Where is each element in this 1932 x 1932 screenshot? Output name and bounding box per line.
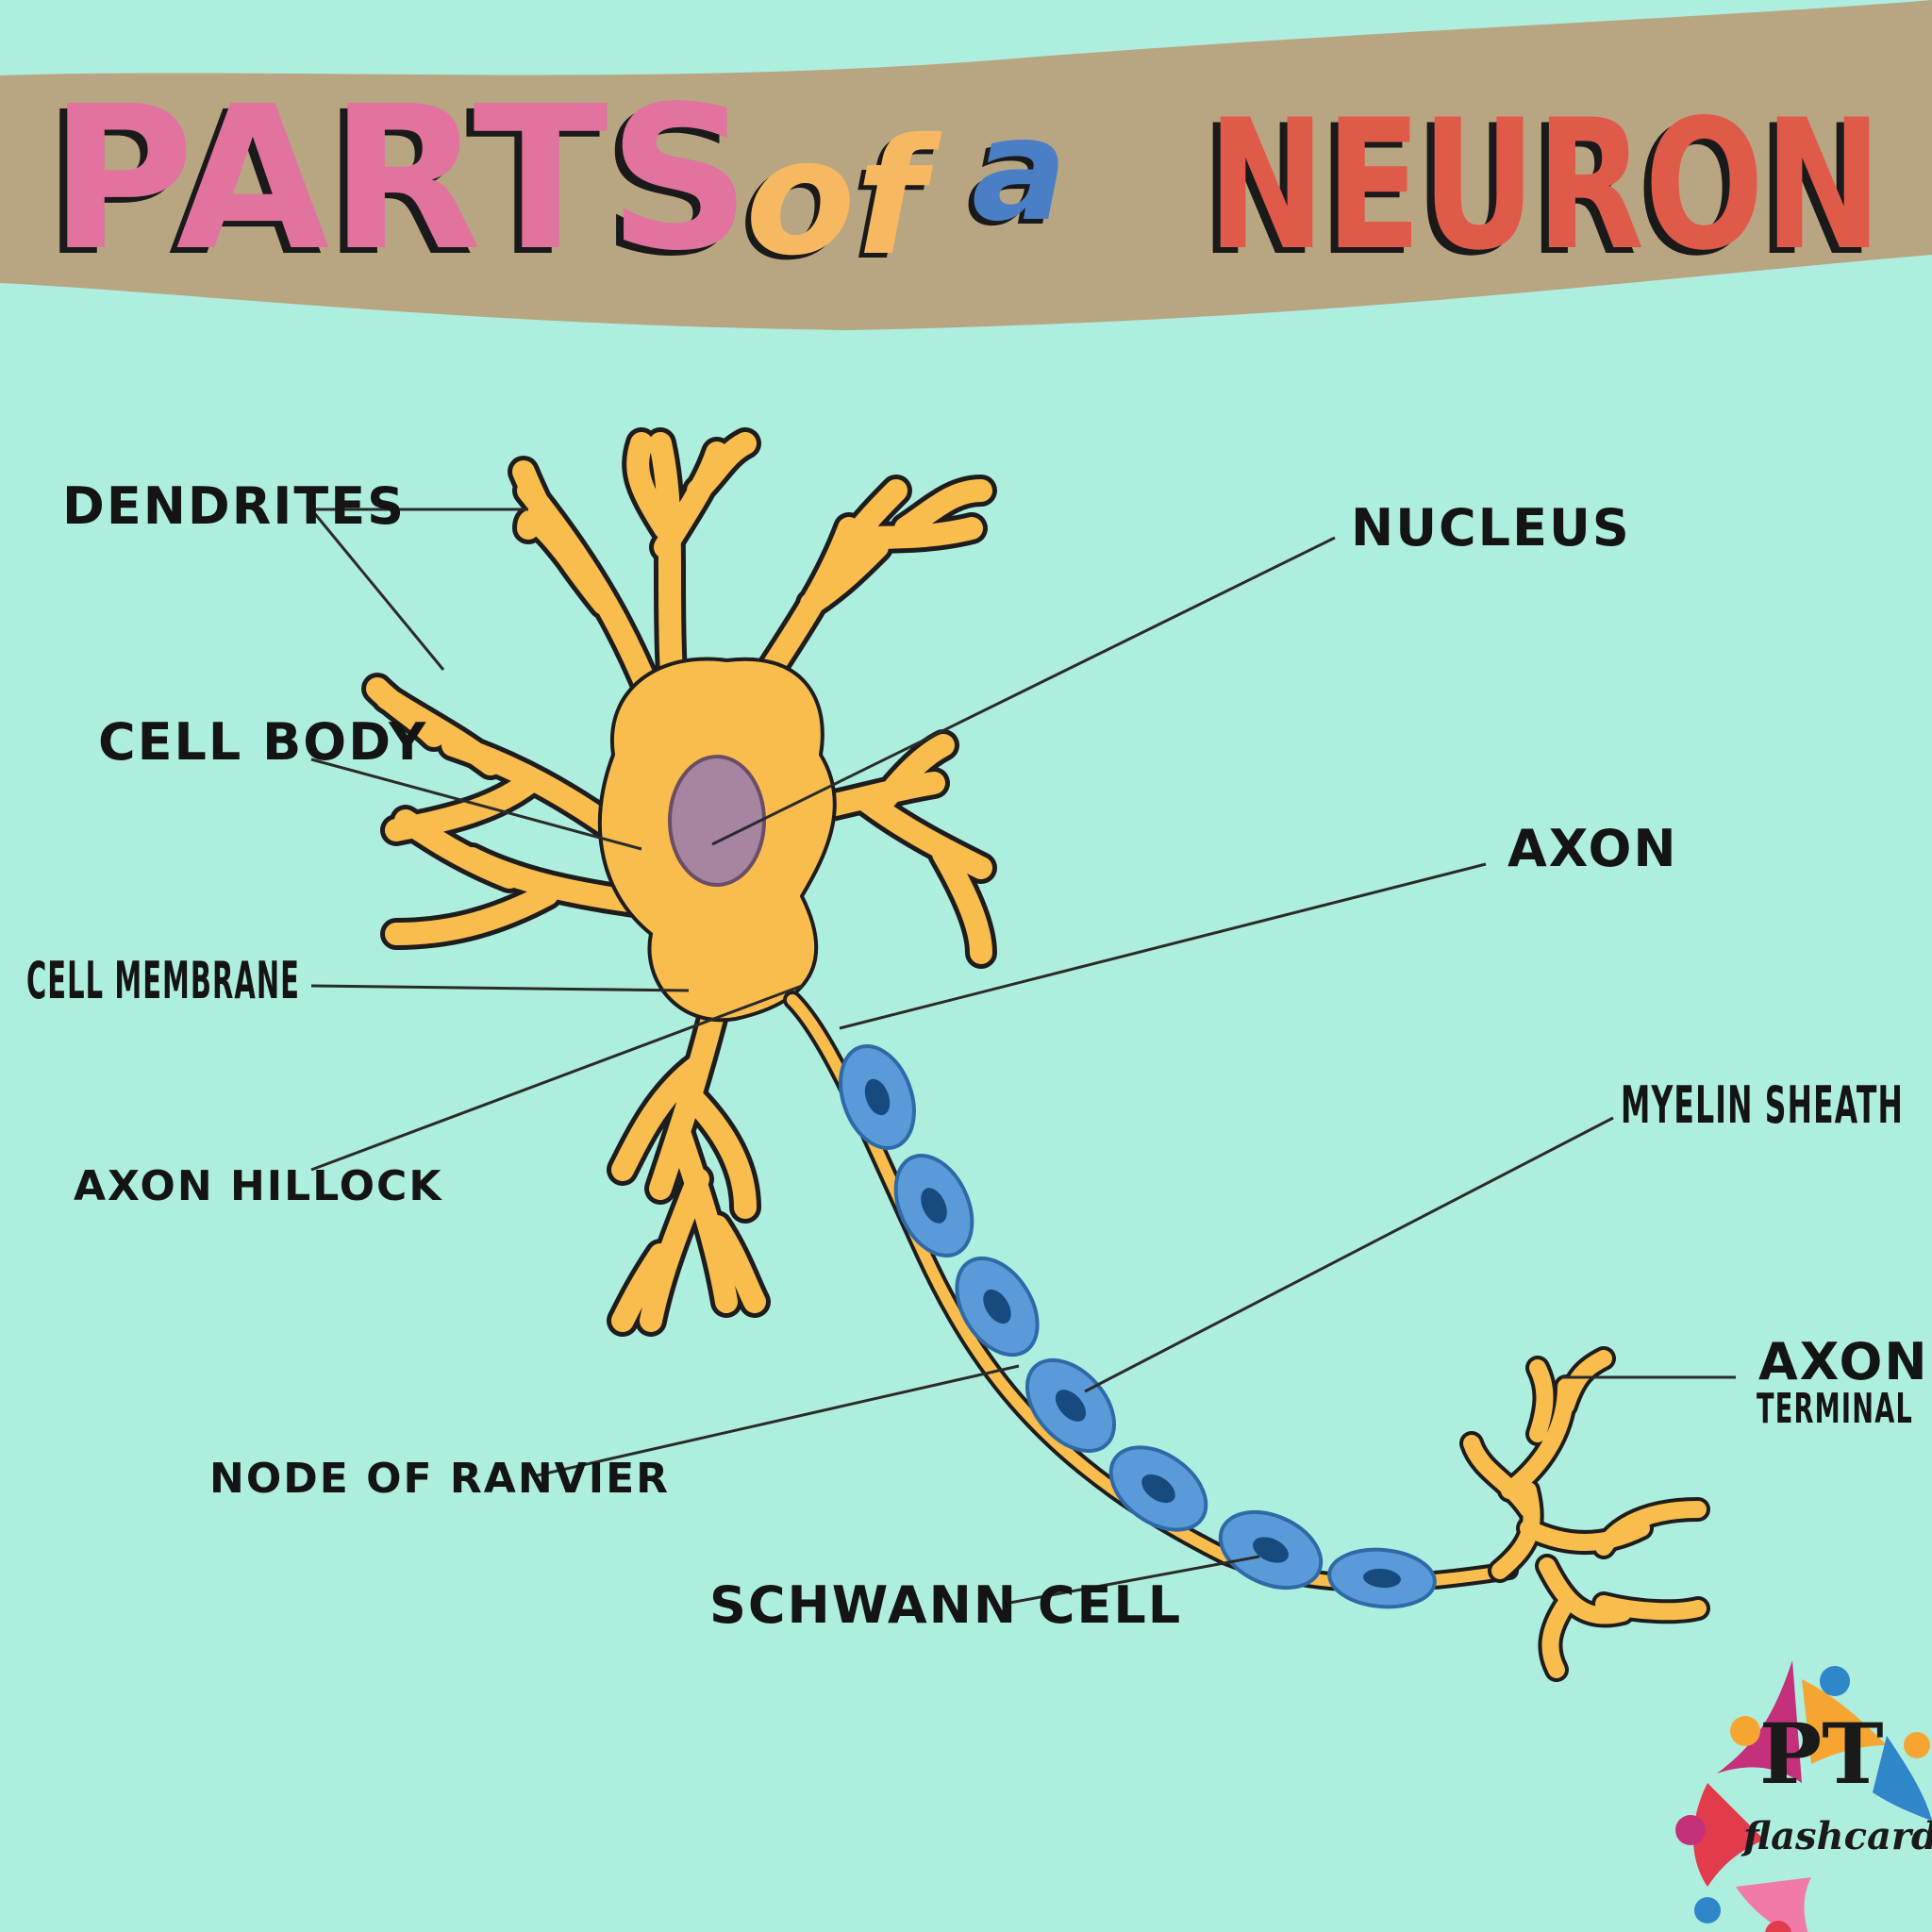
label-schwann-cell: SCHWANN CELL [709, 1575, 1182, 1635]
title-word-parts-fg: PARTS [49, 63, 751, 294]
schwann-cell [1327, 1547, 1437, 1609]
nucleus [668, 755, 766, 887]
title-word-of-fg: of [745, 105, 942, 291]
label-nucleus: NUCLEUS [1351, 498, 1631, 558]
labels: DENDRITES CELL BODY CELL MEMBRANE AXON H… [26, 476, 1929, 1635]
title-word-parts: PARTS [42, 69, 743, 300]
title-banner [0, 0, 1932, 330]
page-title: PARTS PARTS of of a a NEURON NEURON [42, 63, 1882, 300]
title-word-a: a [966, 93, 1061, 258]
schwann-cell [1108, 1445, 1208, 1532]
label-axon-hillock: AXON HILLOCK [74, 1162, 442, 1210]
label-dendrites: DENDRITES [62, 476, 406, 536]
title-word-neuron-fg: NEURON [1208, 81, 1882, 290]
schwann-cell [1218, 1509, 1324, 1591]
title-word-neuron: NEURON [1200, 87, 1874, 295]
title-word-a-fg: a [972, 89, 1067, 253]
label-axon: AXON [1507, 819, 1678, 878]
leader-lines [309, 508, 1736, 1606]
schwann-cell [893, 1154, 974, 1257]
axon-terminal [1459, 1346, 1710, 1682]
label-cell-body: CELL BODY [98, 712, 427, 772]
logo-letters: PT [1759, 1705, 1884, 1803]
logo-word: flashcards [1740, 1814, 1932, 1858]
schwann-cell [839, 1043, 916, 1151]
schwann-cell [955, 1256, 1040, 1357]
neuron [361, 427, 1710, 1682]
label-axon-terminal-line1: AXON [1758, 1332, 1929, 1391]
schwann-cell [1024, 1357, 1117, 1454]
pt-flashcards-logo: PT flashcards [1675, 1660, 1932, 1932]
label-axon-terminal-line2: TERMINAL [1757, 1385, 1913, 1433]
title-word-of: of [740, 109, 937, 296]
label-myelin-sheath: MYELIN SHEATH [1621, 1075, 1904, 1135]
myelin-sheath [839, 1043, 1437, 1609]
label-node-of-ranvier: NODE OF RANVIER [209, 1455, 670, 1503]
label-cell-membrane: CELL MEMBRANE [26, 951, 300, 1010]
